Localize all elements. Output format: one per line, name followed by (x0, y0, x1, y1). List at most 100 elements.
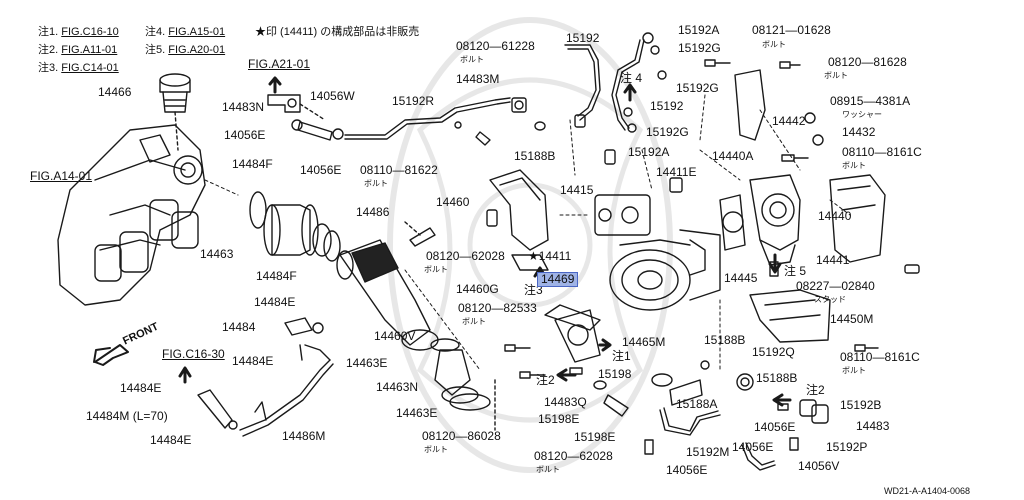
part-label[interactable]: 14484E (150, 433, 192, 447)
note-4: 注4. FIG.A15-01 (145, 26, 225, 39)
part-label[interactable]: 14484F (232, 157, 273, 171)
part-label[interactable]: 14415 (560, 183, 594, 197)
part-label[interactable]: 08121—01628 (752, 23, 831, 37)
part-label[interactable]: 14483M (456, 72, 500, 86)
part-label[interactable]: 14460G (456, 282, 499, 296)
part-label[interactable]: 14460 (436, 195, 470, 209)
part-label[interactable]: 14484E (120, 381, 162, 395)
part-label[interactable]: 14486 (356, 205, 390, 219)
part-label[interactable]: 14484F (256, 269, 297, 283)
part-label[interactable]: 14484E (254, 295, 296, 309)
part-label[interactable]: 15192A (678, 23, 720, 37)
part-label[interactable]: 14440A (712, 149, 754, 163)
part-label[interactable]: 14483 (856, 419, 890, 433)
part-label[interactable]: 14463E (396, 406, 438, 420)
part-label[interactable]: 15192B (840, 398, 882, 412)
part-label[interactable]: ★14411 (528, 249, 572, 263)
part-label[interactable]: 14056E (224, 128, 266, 142)
part-label[interactable]: 08120—81628 (828, 55, 907, 69)
part-label[interactable]: 14484E (232, 354, 274, 368)
part-label[interactable]: 08120—82533 (458, 301, 537, 315)
part-label[interactable]: 15188A (676, 397, 718, 411)
bolt-label: ボルト (824, 71, 848, 80)
part-label[interactable]: 14484M (L=70) (86, 409, 168, 423)
part-label[interactable]: 08110—81622 (360, 163, 438, 177)
note-ref[interactable]: FIG.C16-10 (61, 26, 119, 38)
part-label[interactable]: 14486M (282, 429, 326, 443)
part-label[interactable]: 14441 (816, 253, 850, 267)
stud-label: スタッド (814, 295, 846, 304)
washer-label: ワッシャー (842, 110, 882, 119)
figure-ref-label[interactable]: FIG.A21-01 (248, 57, 311, 71)
part-label[interactable]: 08110—8161C (840, 350, 920, 364)
front-arrow-icon (93, 344, 129, 366)
part-label[interactable]: 15192 (650, 99, 684, 113)
part-label[interactable]: 14056V (798, 459, 840, 473)
part-label[interactable]: 14432 (842, 125, 876, 139)
figure-id: WD21-A-A1404-0068 (883, 486, 970, 496)
part-label[interactable]: 14450M (830, 312, 874, 326)
part-label[interactable]: 15198E (538, 412, 580, 426)
note-mark: 注3. (38, 62, 59, 74)
figure-ref-label[interactable]: FIG.A14-01 (30, 169, 93, 183)
part-label[interactable]: 14056W (310, 89, 355, 103)
part-label[interactable]: 08120—62028 (426, 249, 505, 263)
part-label[interactable]: 15192G (646, 125, 689, 139)
part-label[interactable]: 14463N (376, 380, 419, 394)
part-label[interactable]: 08227—02840 (796, 279, 875, 293)
part-14486-fitting (404, 221, 436, 247)
part-label[interactable]: 08120—61228 (456, 39, 535, 53)
bolts-and-washers (504, 59, 879, 455)
note-ref[interactable]: FIG.A15-01 (168, 26, 226, 38)
part-label[interactable]: 15198 (598, 367, 632, 381)
part-label[interactable]: 15188B (704, 333, 746, 347)
part-label[interactable]: 08110—8161C (842, 145, 922, 159)
part-label[interactable]: 15192A (628, 145, 670, 159)
part-label[interactable]: 08120—62028 (534, 449, 613, 463)
bolt-label: ボルト (536, 465, 560, 474)
part-label[interactable]: 15198E (574, 430, 616, 444)
figure-ref-label[interactable]: FIG.C16-30 (162, 347, 225, 361)
part-label[interactable]: 15188B (756, 371, 798, 385)
note-mark: 注2. (38, 44, 59, 56)
part-14442-heat-shield (734, 69, 920, 343)
part-label[interactable]: 15192M (686, 445, 730, 459)
part-label[interactable]: 15192G (678, 41, 721, 55)
part-label[interactable]: 15188B (514, 149, 556, 163)
part-14483M-fitting (511, 97, 546, 131)
part-label[interactable]: 15192R (392, 94, 435, 108)
note-ref[interactable]: FIG.A20-01 (168, 44, 226, 56)
intake-manifold (57, 124, 206, 306)
highlighted-part-label[interactable]: 14469 (537, 272, 579, 287)
part-label[interactable]: 14465M (622, 335, 666, 349)
part-label[interactable]: 14466 (98, 85, 132, 99)
part-label[interactable]: 08915—4381A (830, 94, 911, 108)
part-label[interactable]: 15192Q (752, 345, 795, 359)
part-label[interactable]: 15192G (676, 81, 719, 95)
part-label[interactable]: 14483N (222, 100, 265, 114)
note-ref[interactable]: FIG.A11-01 (61, 44, 118, 56)
part-14463N-tube (430, 338, 496, 431)
part-label[interactable]: 08120—86028 (422, 429, 501, 443)
part-label[interactable]: 14411E (656, 165, 697, 179)
part-label[interactable]: 15192 (566, 31, 600, 45)
part-14056W-hose (291, 119, 344, 141)
bolt-label: ボルト (460, 55, 484, 64)
note-ref[interactable]: FIG.C14-01 (61, 62, 119, 74)
part-label[interactable]: 14056E (666, 463, 708, 477)
part-label[interactable]: 14440 (818, 209, 852, 223)
part-label[interactable]: 14463 (200, 247, 234, 261)
part-label[interactable]: 14056E (300, 163, 342, 177)
part-label[interactable]: 14460V (374, 329, 416, 343)
part-label[interactable]: 14484 (222, 320, 256, 334)
part-label[interactable]: 14056E (754, 420, 796, 434)
part-label[interactable]: 14445 (724, 271, 758, 285)
bolt-label: ボルト (762, 40, 786, 49)
part-label[interactable]: 14442 (772, 114, 806, 128)
part-label[interactable]: 15192P (826, 440, 868, 454)
part-label[interactable]: 14483Q (544, 395, 587, 409)
part-label[interactable]: 14463E (346, 356, 388, 370)
note-label: 注1 (612, 349, 631, 363)
part-label[interactable]: 14056E (732, 440, 774, 454)
